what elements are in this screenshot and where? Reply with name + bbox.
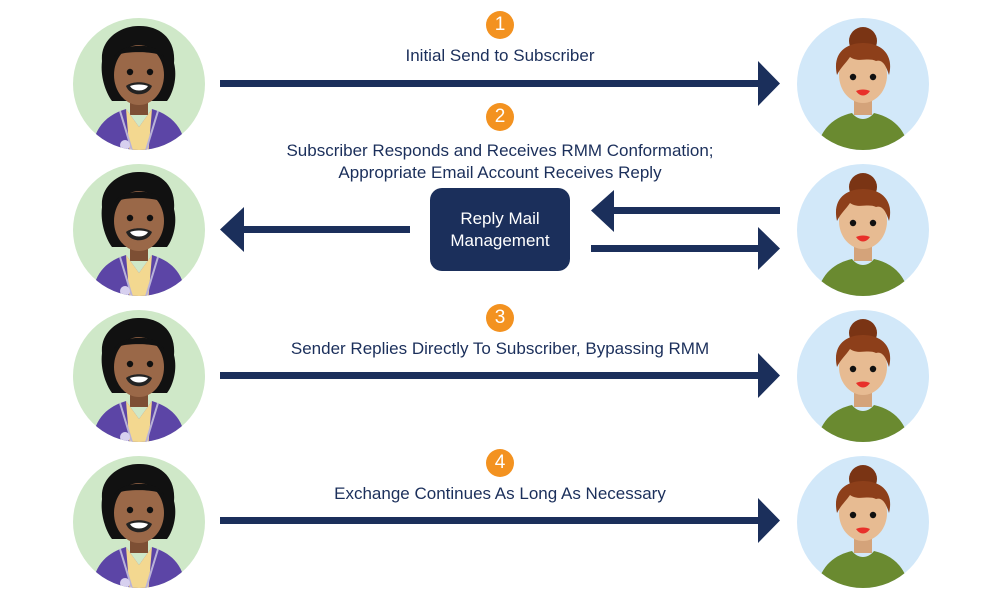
step-3-label: Sender Replies Directly To Subscriber, B… [290,339,710,358]
rmm-label-line-2: Management [450,230,550,250]
step-4-badge: 4 [486,449,514,477]
rmm-to-sender-arrow [220,207,410,252]
step-4-label: Exchange Continues As Long As Necessary [334,484,666,503]
rmm-label-line-1: Reply Mail [460,208,540,228]
subscriber-to-rmm-arrow [591,190,780,232]
step-2-label-line-1: Subscriber Responds and Receives RMM Con… [286,141,714,160]
step-2-badge: 2 [486,103,514,131]
step-2-label-line-2: Appropriate Email Account Receives Reply [338,163,662,182]
step-1-badge: 1 [486,11,514,39]
reply-mail-management-box: Reply Mail Management [430,188,570,271]
step-3-badge: 3 [486,304,514,332]
step-1-label: Initial Send to Subscriber [405,46,595,65]
rmm-to-subscriber-arrow [591,227,780,270]
